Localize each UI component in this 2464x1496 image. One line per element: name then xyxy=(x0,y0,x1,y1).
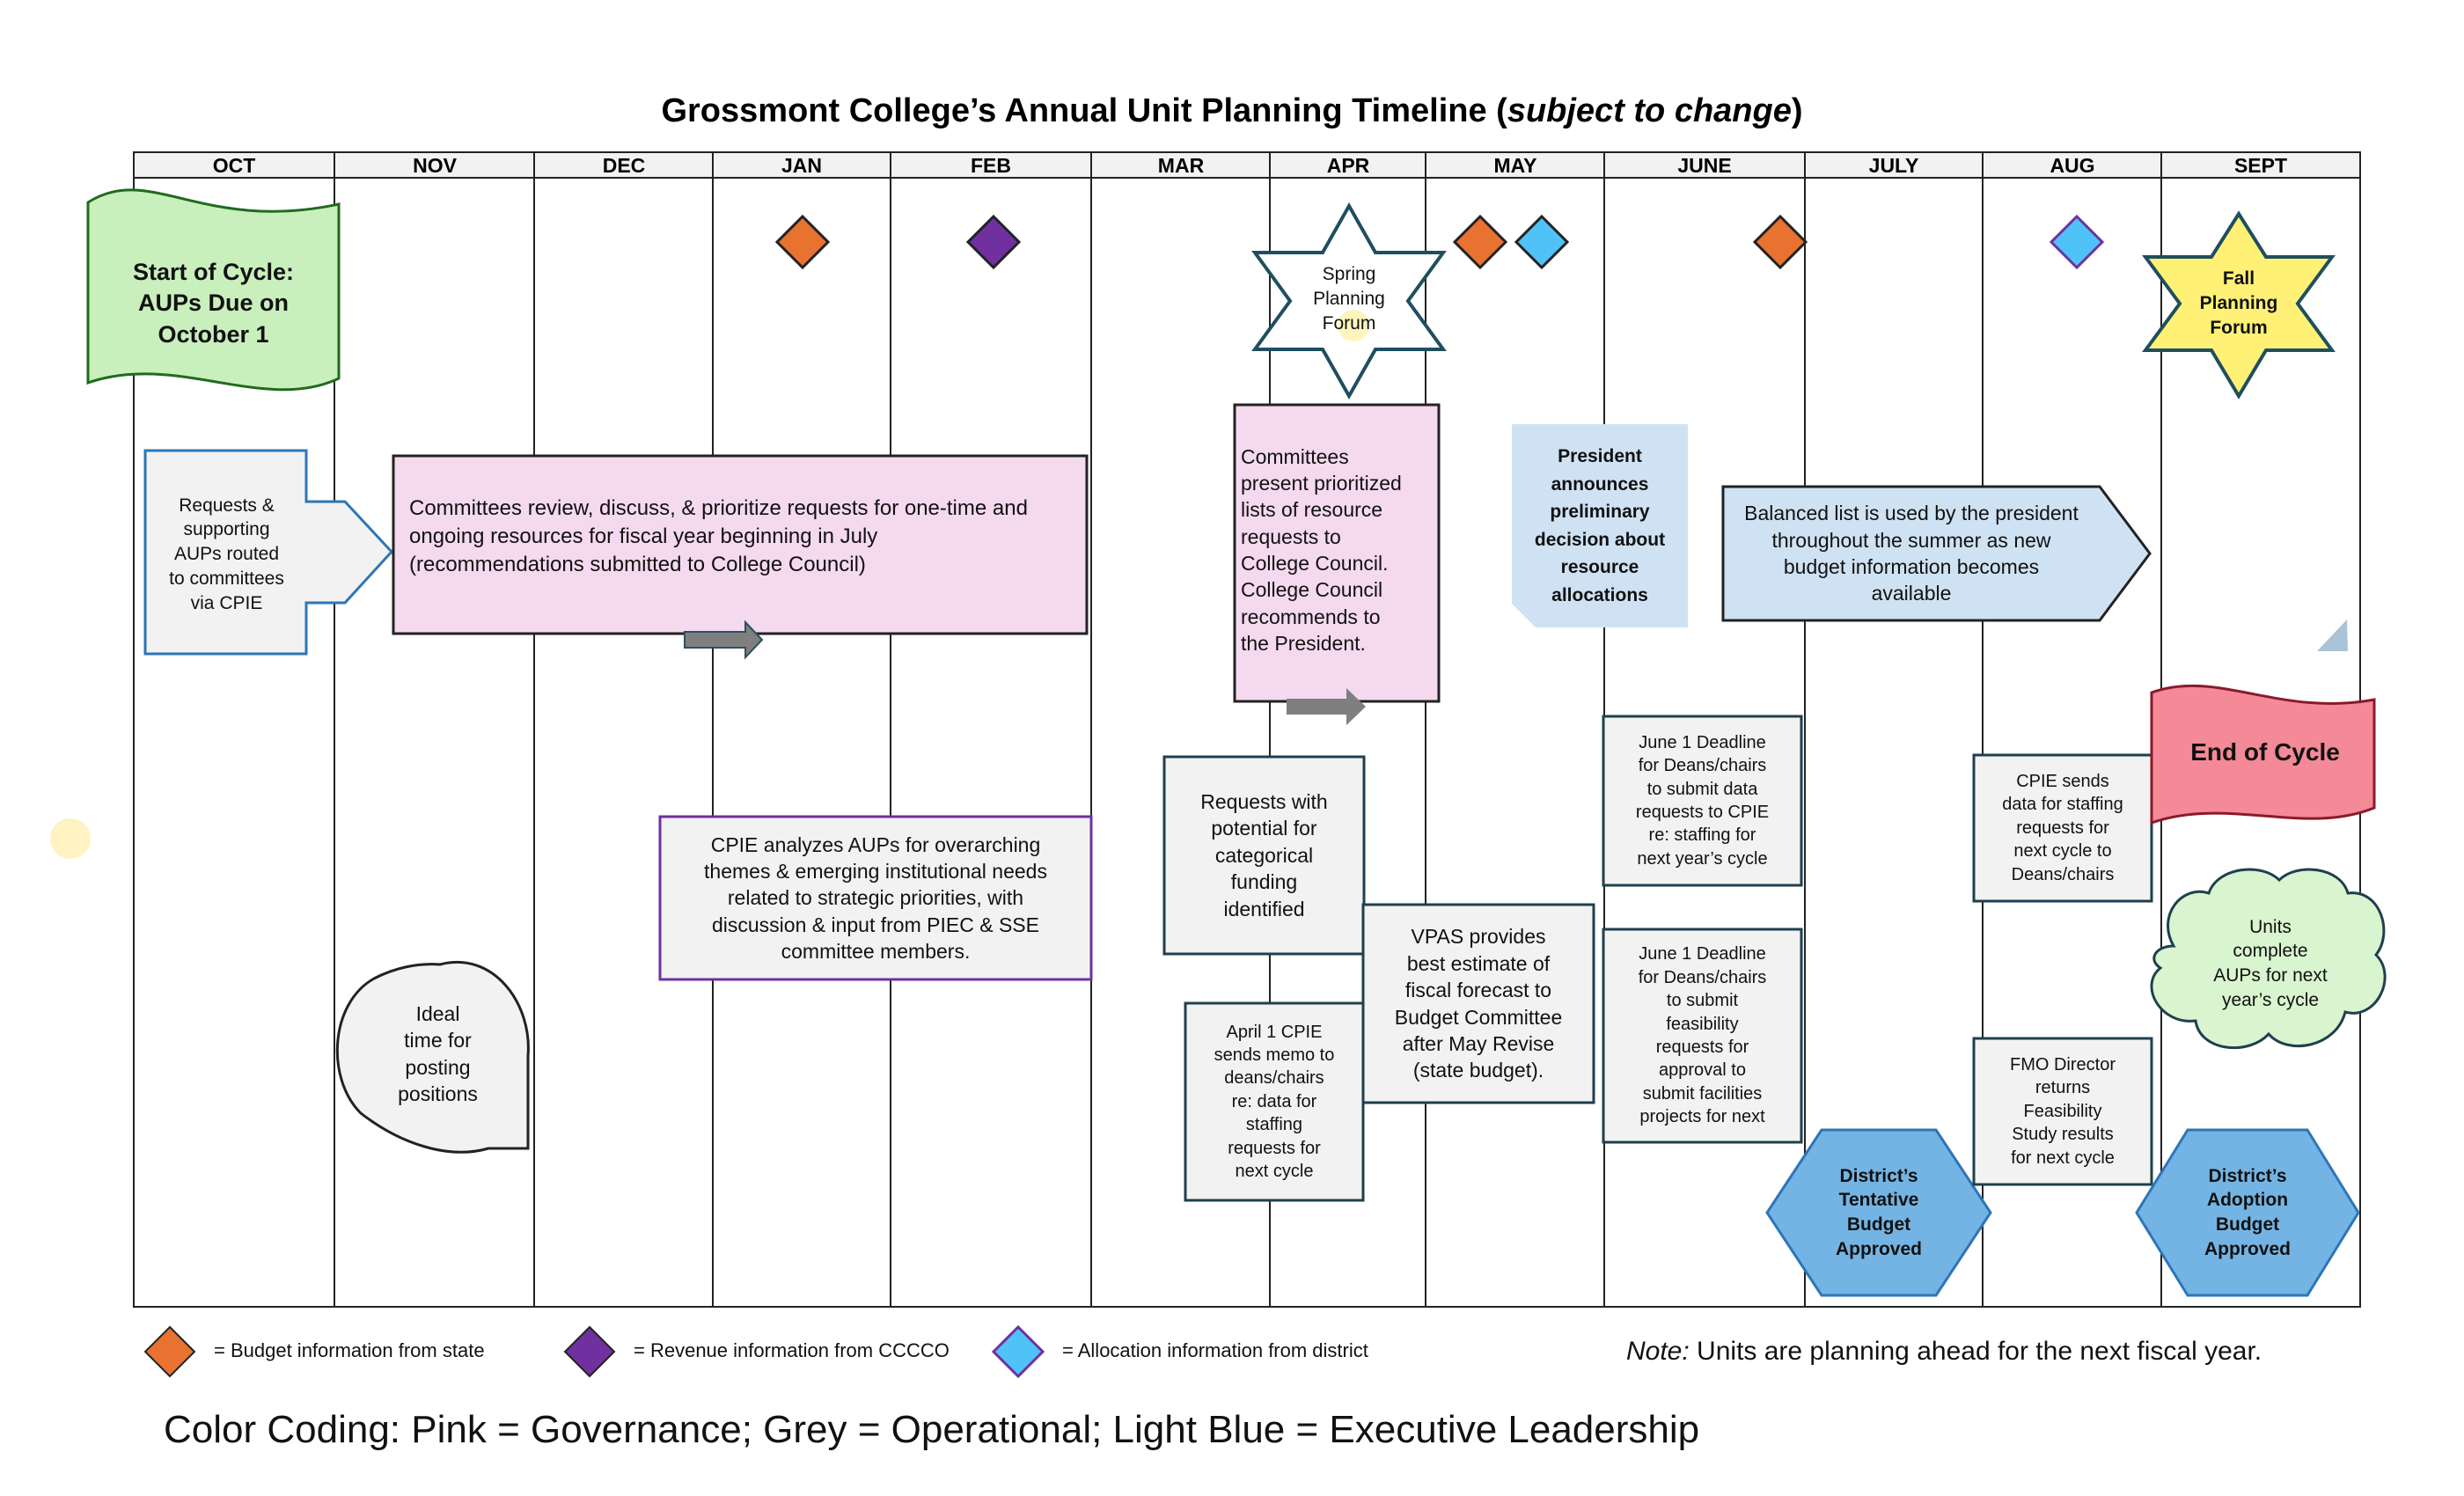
june1-feasibility-box xyxy=(1602,928,1803,1144)
month-mar: MAR xyxy=(1158,154,1205,177)
note-text: Note: Units are planning ahead for the n… xyxy=(1626,1337,2262,1367)
allocation-district-diamond-icon xyxy=(2049,214,2105,270)
month-jan: JAN xyxy=(781,154,822,177)
units-complete-text: Units complete AUPs for next year’s cycl… xyxy=(2213,916,2328,1010)
spring-forum-text: Spring Planning Forum xyxy=(1313,264,1385,334)
fmo-director-box xyxy=(1972,1037,2153,1186)
june1-data-text: June 1 Deadline for Deans/chairs to subm… xyxy=(1635,732,1770,869)
month-sept: SEPT xyxy=(2234,154,2287,177)
arrow-right-icon xyxy=(684,620,764,660)
june1-feasibility-text: June 1 Deadline for Deans/chairs to subm… xyxy=(1638,944,1767,1127)
categorical-funding-text: Requests with potential for categorical … xyxy=(1200,790,1328,920)
fall-forum-star xyxy=(2142,210,2336,400)
vpas-provides-box xyxy=(1361,903,1595,1104)
month-aug: AUG xyxy=(2050,154,2094,177)
ideal-time-text: Ideal time for posting positions xyxy=(398,1001,478,1105)
budget-state-diamond-icon xyxy=(1452,214,1508,270)
arrow-right-icon xyxy=(1287,688,1366,725)
cpie-analyzes-box xyxy=(658,815,1093,981)
legend-budget-label: = Budget information from state xyxy=(214,1339,485,1361)
end-of-cycle-text: End of Cycle xyxy=(2190,737,2340,766)
legend-allocation-diamond-icon xyxy=(991,1324,1045,1379)
legend-allocation-label: = Allocation information from district xyxy=(1062,1339,1368,1361)
april1-cpie-box xyxy=(1184,1001,1365,1202)
balanced-list-text: Balanced list is used by the president t… xyxy=(1744,502,2079,605)
start-of-cycle-text: Start of Cycle: AUPs Due on October 1 xyxy=(132,258,295,348)
requests-routed-text: Requests & supporting AUPs routed to com… xyxy=(169,495,284,613)
legend-revenue-diamond-icon xyxy=(563,1325,616,1378)
cpie-analyzes-text: CPIE analyzes AUPs for overarching theme… xyxy=(704,832,1047,964)
june1-data-box xyxy=(1602,715,1803,887)
month-header-band xyxy=(133,151,2361,179)
note-body: Units are planning ahead for the next fi… xyxy=(1689,1337,2262,1366)
ideal-time-speech-bubble xyxy=(335,960,530,1154)
district-adoption-hexagon xyxy=(2135,1128,2360,1297)
legend-revenue-label: = Revenue information from CCCCO xyxy=(634,1339,950,1361)
vpas-provides-text: VPAS provides best estimate of fiscal fo… xyxy=(1394,925,1563,1082)
balanced-list-arrow xyxy=(1721,485,2152,622)
end-of-cycle-flag xyxy=(2150,685,2376,825)
units-complete-cloud xyxy=(2150,868,2387,1050)
month-oct: OCT xyxy=(213,154,256,177)
committees-review-text: Committees review, discuss, & prioritize… xyxy=(409,496,1028,576)
start-of-cycle-flag xyxy=(86,188,341,392)
president-announces-box xyxy=(1512,424,1688,627)
categorical-funding-box xyxy=(1162,755,1366,956)
page-title: Grossmont College’s Annual Unit Planning… xyxy=(661,92,1802,129)
april1-cpie-text: April 1 CPIE sends memo to deans/chairs … xyxy=(1214,1022,1335,1181)
fall-forum-text: Fall Planning Forum xyxy=(2199,268,2278,338)
allocation-district-diamond-icon xyxy=(1514,214,1570,270)
triangle-marker-icon xyxy=(2317,620,2348,651)
district-tentative-hexagon xyxy=(1765,1128,1992,1297)
note-label: Note: xyxy=(1626,1337,1690,1366)
highlight-dot xyxy=(50,818,91,859)
president-announces-text: President announces preliminary decision… xyxy=(1534,446,1666,605)
month-july: JULY xyxy=(1869,154,1919,177)
month-may: MAY xyxy=(1494,154,1537,177)
legend-budget-diamond-icon xyxy=(143,1325,196,1378)
month-june: JUNE xyxy=(1677,154,1731,177)
month-feb: FEB xyxy=(971,154,1011,177)
month-dec: DEC xyxy=(603,154,646,177)
budget-state-diamond-icon xyxy=(1752,214,1808,270)
district-adoption-text: District’s Adoption Budget Approved xyxy=(2204,1165,2291,1259)
spring-forum-star xyxy=(1251,202,1447,400)
cpie-sends-text: CPIE sends data for staffing requests fo… xyxy=(2002,772,2123,884)
cpie-sends-box xyxy=(1972,753,2153,903)
district-tentative-text: District’s Tentative Budget Approved xyxy=(1835,1165,1922,1259)
committees-present-text: Committees present prioritized lists of … xyxy=(1241,444,1402,656)
requests-routed-callout xyxy=(143,449,394,656)
month-nov: NOV xyxy=(413,154,458,177)
committees-present-box xyxy=(1233,403,1441,703)
budget-state-diamond-icon xyxy=(774,214,831,270)
color-coding-legend: Color Coding: Pink = Governance; Grey = … xyxy=(164,1408,1700,1451)
highlight-dot xyxy=(1338,310,1369,341)
fmo-director-text: FMO Director returns Feasibility Study r… xyxy=(2010,1055,2116,1168)
committees-review-box xyxy=(392,454,1089,635)
month-apr: APR xyxy=(1327,154,1370,177)
revenue-cccco-diamond-icon xyxy=(965,214,1022,270)
